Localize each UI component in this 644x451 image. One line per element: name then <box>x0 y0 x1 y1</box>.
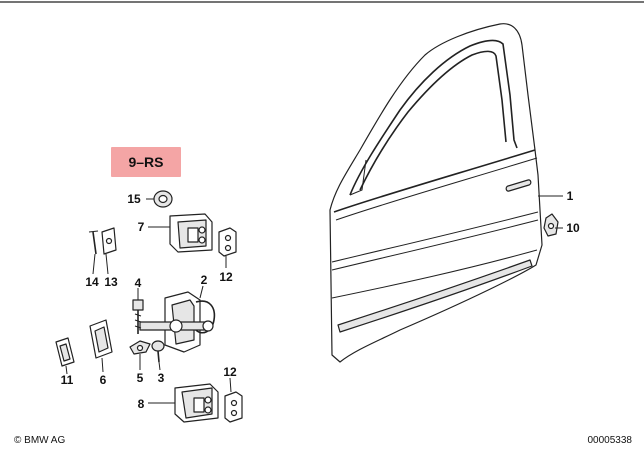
callout-numbers: 1 2 3 4 5 6 7 8 10 11 12 12 13 14 15 <box>61 189 580 411</box>
bolt-part <box>132 299 144 334</box>
door-clip-part <box>543 213 559 237</box>
callout-12-lower: 12 <box>223 365 237 379</box>
highlight-callout[interactable]: 9–RS <box>111 147 181 177</box>
callout-13: 13 <box>104 275 118 289</box>
callout-5: 5 <box>137 371 144 385</box>
screw-part <box>151 340 165 363</box>
callout-2: 2 <box>201 273 208 287</box>
callout-12-upper: 12 <box>219 270 233 284</box>
seal-part <box>55 337 75 367</box>
callout-14: 14 <box>85 275 99 289</box>
leader-lines <box>65 195 563 404</box>
callout-8: 8 <box>138 397 145 411</box>
pin-part <box>88 230 99 255</box>
washer-part <box>129 340 151 355</box>
door-check-part <box>139 291 216 353</box>
copyright-text: © BMW AG <box>14 435 65 446</box>
callout-10: 10 <box>566 221 580 235</box>
hinge-plate-lower-part <box>224 391 243 423</box>
highlight-label: 9–RS <box>128 154 163 170</box>
upper-hinge-part <box>169 213 213 253</box>
door-assembly <box>329 23 543 363</box>
hinge-plate-upper-part <box>218 227 237 257</box>
image-number: 00005338 <box>588 435 633 446</box>
callout-3: 3 <box>158 371 165 385</box>
callout-15: 15 <box>127 192 141 206</box>
callout-7: 7 <box>138 220 145 234</box>
callout-1: 1 <box>567 189 574 203</box>
highlight-box <box>111 147 181 177</box>
lower-hinge-part <box>174 383 219 423</box>
gasket-part <box>89 319 113 359</box>
callout-6: 6 <box>100 373 107 387</box>
callout-11: 11 <box>61 373 74 387</box>
nut-part <box>153 190 173 208</box>
small-plate-part <box>101 227 117 255</box>
callout-4: 4 <box>135 276 142 290</box>
